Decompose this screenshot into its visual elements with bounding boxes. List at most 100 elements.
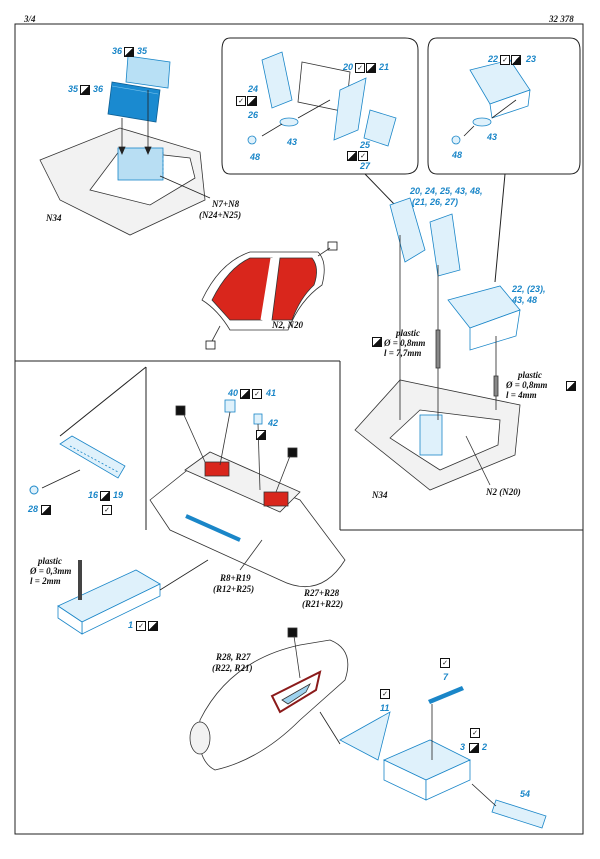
part-label-19: 19 — [113, 490, 124, 500]
part-label-43b: 43 — [487, 132, 498, 142]
paint-icon — [247, 96, 257, 106]
assembly-arrows-bottom — [319, 711, 497, 807]
check-icon: ✓ — [358, 151, 368, 161]
part-1 — [57, 569, 161, 635]
part-label-21: 21 — [379, 62, 390, 72]
group-label-2: 22, (23), — [512, 284, 546, 294]
detail-bubble-left — [247, 51, 397, 147]
label-n24n25: (N24+N25) — [199, 210, 242, 220]
part-label-40: 40 — [228, 388, 239, 398]
panel-frames — [14, 23, 584, 835]
paint-icon — [372, 337, 382, 347]
label-n34-right: N34 — [372, 490, 388, 500]
check-icon: ✓ — [470, 728, 480, 738]
label-n7n8: N7+N8 — [212, 199, 240, 209]
plastic-diameter-1: Ø = 0,8mm — [384, 338, 426, 348]
part-3-2 — [383, 739, 471, 801]
part-label-20: 20 — [343, 62, 354, 72]
part-35 — [107, 81, 161, 123]
part-label-7: 7 — [443, 672, 449, 682]
page-number: 3/4 — [24, 14, 36, 24]
check-icon: ✓ — [102, 505, 112, 515]
part-label-36b: 36 — [93, 84, 104, 94]
part-label-3: 3 — [460, 742, 466, 752]
part-label-48a: 48 — [250, 152, 261, 162]
part-54 — [491, 799, 547, 829]
paint-icon — [347, 151, 357, 161]
part-label-43a: 43 — [287, 137, 298, 147]
part-label-48b: 48 — [452, 150, 463, 160]
plastic-diameter-3: Ø = 0,3mm — [30, 566, 72, 576]
group-label-1b: (21, 26, 27) — [412, 197, 459, 207]
paint-icon — [100, 491, 110, 501]
paint-icon — [41, 505, 51, 515]
part-28 — [29, 485, 39, 495]
plastic-rod — [78, 560, 82, 600]
plastic-label-2: plastic — [518, 370, 542, 380]
plastic-diameter-2: Ø = 0,8mm — [506, 380, 548, 390]
check-icon: ✓ — [355, 63, 365, 73]
part-label-36: 36 — [112, 46, 123, 56]
drop-tank-bottom — [189, 627, 349, 771]
part-n2-red — [201, 241, 338, 350]
label-r27r28: R27+R28 — [304, 588, 340, 598]
paint-icon — [511, 55, 521, 65]
part-label-25: 25 — [360, 140, 371, 150]
check-icon: ✓ — [380, 689, 390, 699]
paint-icon — [148, 621, 158, 631]
label-n2n20-mid: N2, N20 — [272, 320, 303, 330]
paint-icon — [469, 743, 479, 753]
drop-tank-center — [149, 399, 346, 587]
group-label-1: 20, 24, 25, 43, 48, — [410, 186, 483, 196]
part-label-41: 41 — [266, 388, 277, 398]
paint-icon — [566, 381, 576, 391]
part-label-2: 2 — [482, 742, 488, 752]
paint-icon — [80, 85, 90, 95]
part-label-24: 24 — [248, 84, 259, 94]
label-r12r25: (R12+R25) — [213, 584, 255, 594]
part-label-28: 28 — [28, 504, 39, 514]
label-r21r22: (R21+R22) — [302, 599, 344, 609]
label-r28r27: R28, R27 — [216, 652, 251, 662]
check-icon: ✓ — [440, 658, 450, 668]
part-label-16: 16 — [88, 490, 99, 500]
part-label-54: 54 — [520, 789, 531, 799]
part-label-42: 42 — [268, 418, 279, 428]
part-label-23: 23 — [526, 54, 537, 64]
label-r8r19: R8+R19 — [220, 573, 251, 583]
group-label-2b: 43, 48 — [512, 295, 538, 305]
plastic-label-3: plastic — [38, 556, 62, 566]
part-36 — [125, 55, 171, 89]
part-11 — [339, 711, 391, 761]
part-7 — [428, 686, 464, 760]
paint-icon — [240, 389, 250, 399]
part-label-35b: 35 — [68, 84, 79, 94]
right-assembly — [354, 197, 521, 491]
plastic-length-2: l = 4mm — [506, 390, 537, 400]
plastic-length-1: l = 7,7mm — [384, 348, 422, 358]
part-label-22: 22 — [488, 54, 499, 64]
paint-icon — [124, 47, 134, 57]
part-label-27: 27 — [360, 161, 371, 171]
check-icon: ✓ — [500, 55, 510, 65]
label-n34-top: N34 — [46, 213, 62, 223]
label-r22r21: (R22, R21) — [212, 663, 253, 673]
label-n2n20-right: N2 (N20) — [486, 487, 521, 497]
part-label-1: 1 — [128, 620, 134, 630]
check-icon: ✓ — [136, 621, 146, 631]
plastic-label-1: plastic — [396, 328, 420, 338]
part-label-35: 35 — [137, 46, 148, 56]
assembly-arrows-top-left — [118, 90, 211, 199]
paint-icon — [256, 430, 266, 440]
detail-bubble-right — [451, 59, 531, 145]
paint-icon — [366, 63, 376, 73]
part-label-11: 11 — [380, 703, 390, 713]
part-16-19 — [59, 435, 126, 479]
check-icon: ✓ — [236, 96, 246, 106]
check-icon: ✓ — [252, 389, 262, 399]
plastic-length-3: l = 2mm — [30, 576, 61, 586]
product-code: 32 378 — [549, 14, 574, 24]
part-label-26: 26 — [248, 110, 259, 120]
